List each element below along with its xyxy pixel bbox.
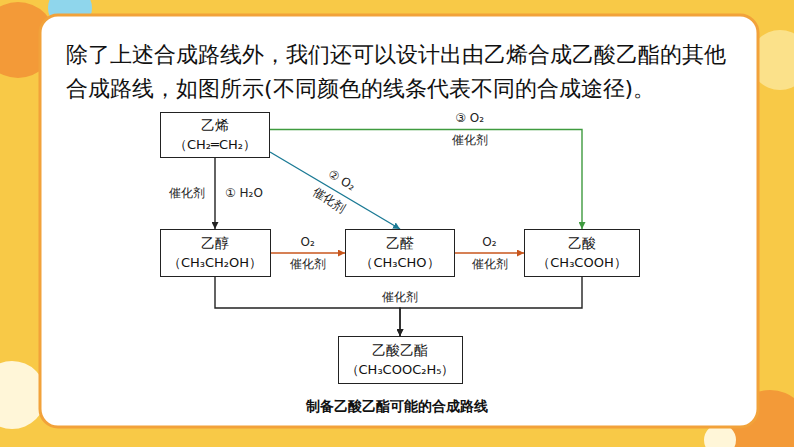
compound-formula: （CH₃CH₂OH） [168,253,262,272]
reaction-arrow [214,158,215,229]
compound-formula: （CH₃COOC₂H₅） [346,360,455,379]
catalyst-label: 催化剂 [167,186,207,201]
compound-formula: （CH₃CHO） [360,253,439,272]
compound-formula: （CH₃COOH） [537,253,626,272]
compound-box: 乙醛（CH₃CHO） [345,229,455,277]
reagent-label: ③ O₂ [453,111,486,126]
catalyst-label: 催化剂 [380,290,420,305]
compound-box: 乙酸乙酯（CH₃COOC₂H₅） [338,336,463,384]
reaction-arrow [215,277,400,336]
compound-box: 乙烯（CH₂═CH₂） [160,112,270,158]
compound-box: 乙醇（CH₃CH₂OH） [160,229,271,277]
reagent-label: O₂ [480,235,498,250]
reagent-label: ① H₂O [223,186,265,201]
reaction-arrow [270,130,582,230]
reaction-arrow [455,252,524,253]
compound-name: 乙醛 [386,234,414,253]
compound-box: 乙酸（CH₃COOH） [524,229,640,277]
compound-name: 乙醇 [201,234,229,253]
catalyst-label: 催化剂 [470,257,510,272]
figure-caption: 制备乙酸乙酯可能的合成路线 [0,398,794,416]
compound-name: 乙酸乙酯 [372,341,428,360]
reagent-label: O₂ [299,235,317,250]
catalyst-label: 催化剂 [450,133,490,148]
compound-name: 乙烯 [201,116,229,135]
content-panel [40,15,758,427]
reaction-arrow [271,252,346,253]
catalyst-label: 催化剂 [288,257,328,272]
slide-heading: 除了上述合成路线外，我们还可以设计出由乙烯合成乙酸乙酯的其他合成路线，如图所示(… [66,38,746,106]
reaction-arrow [270,152,400,229]
compound-name: 乙酸 [568,234,596,253]
reaction-arrow [400,277,582,336]
compound-formula: （CH₂═CH₂） [174,135,256,154]
